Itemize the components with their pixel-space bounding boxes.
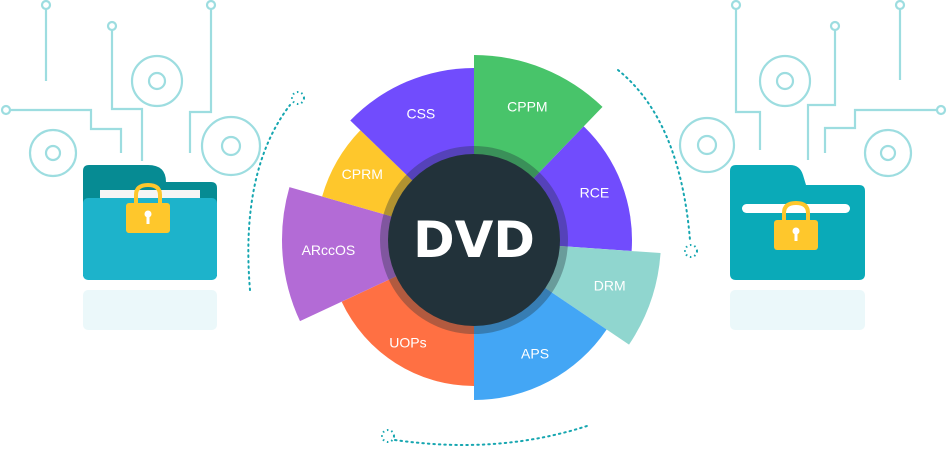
segment-label: DRM bbox=[594, 277, 626, 293]
dotted-connectors bbox=[247, 69, 698, 446]
padlock-icon bbox=[774, 200, 818, 250]
left-circuit-decoration bbox=[0, 0, 262, 178]
segment-label: CPPM bbox=[507, 99, 547, 115]
center-label: DVD bbox=[413, 211, 535, 269]
center-disc bbox=[388, 154, 560, 326]
right-circuit-decoration bbox=[678, 0, 947, 178]
segment-label: CSS bbox=[406, 106, 435, 122]
segment-label: UOPs bbox=[389, 334, 426, 350]
segment-label: RCE bbox=[580, 184, 610, 200]
segment-arccos bbox=[282, 187, 474, 322]
segment-label: ARccOS bbox=[302, 242, 356, 258]
segment-label: CPRM bbox=[342, 166, 383, 182]
segment-label: APS bbox=[521, 345, 549, 361]
padlock-icon bbox=[126, 182, 170, 233]
left-locked-folder-icon bbox=[83, 165, 217, 330]
right-locked-folder-icon bbox=[730, 165, 865, 330]
